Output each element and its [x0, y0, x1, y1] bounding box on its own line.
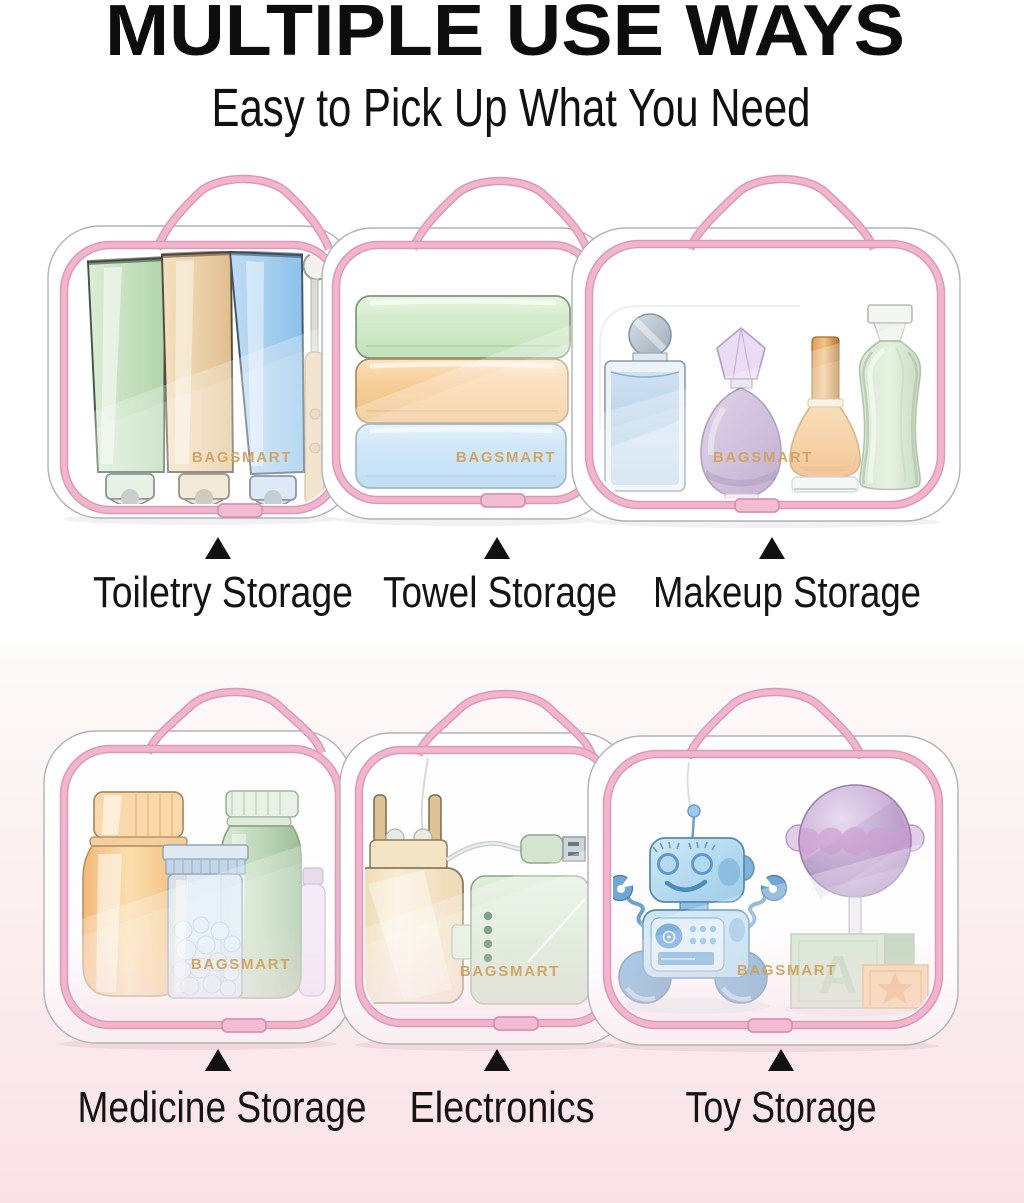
- svg-text:BAGSMART: BAGSMART: [737, 962, 837, 979]
- svg-text:BAGSMART: BAGSMART: [191, 956, 291, 973]
- svg-text:Makeup Storage: Makeup Storage: [653, 568, 921, 617]
- svg-text:BAGSMART: BAGSMART: [456, 449, 556, 466]
- svg-text:BAGSMART: BAGSMART: [192, 449, 292, 466]
- svg-text:Toiletry Storage: Toiletry Storage: [93, 568, 353, 617]
- svg-text:Towel Storage: Towel Storage: [383, 568, 617, 617]
- svg-text:Electronics: Electronics: [410, 1083, 595, 1132]
- svg-text:Medicine Storage: Medicine Storage: [78, 1083, 367, 1132]
- svg-text:Toy Storage: Toy Storage: [686, 1083, 877, 1132]
- svg-text:Easy to Pick Up What You Need: Easy to Pick Up What You Need: [212, 78, 811, 138]
- svg-text:BAGSMART: BAGSMART: [460, 963, 560, 980]
- svg-text:BAGSMART: BAGSMART: [713, 449, 813, 466]
- svg-text:MULTIPLE USE WAYS: MULTIPLE USE WAYS: [105, 0, 905, 71]
